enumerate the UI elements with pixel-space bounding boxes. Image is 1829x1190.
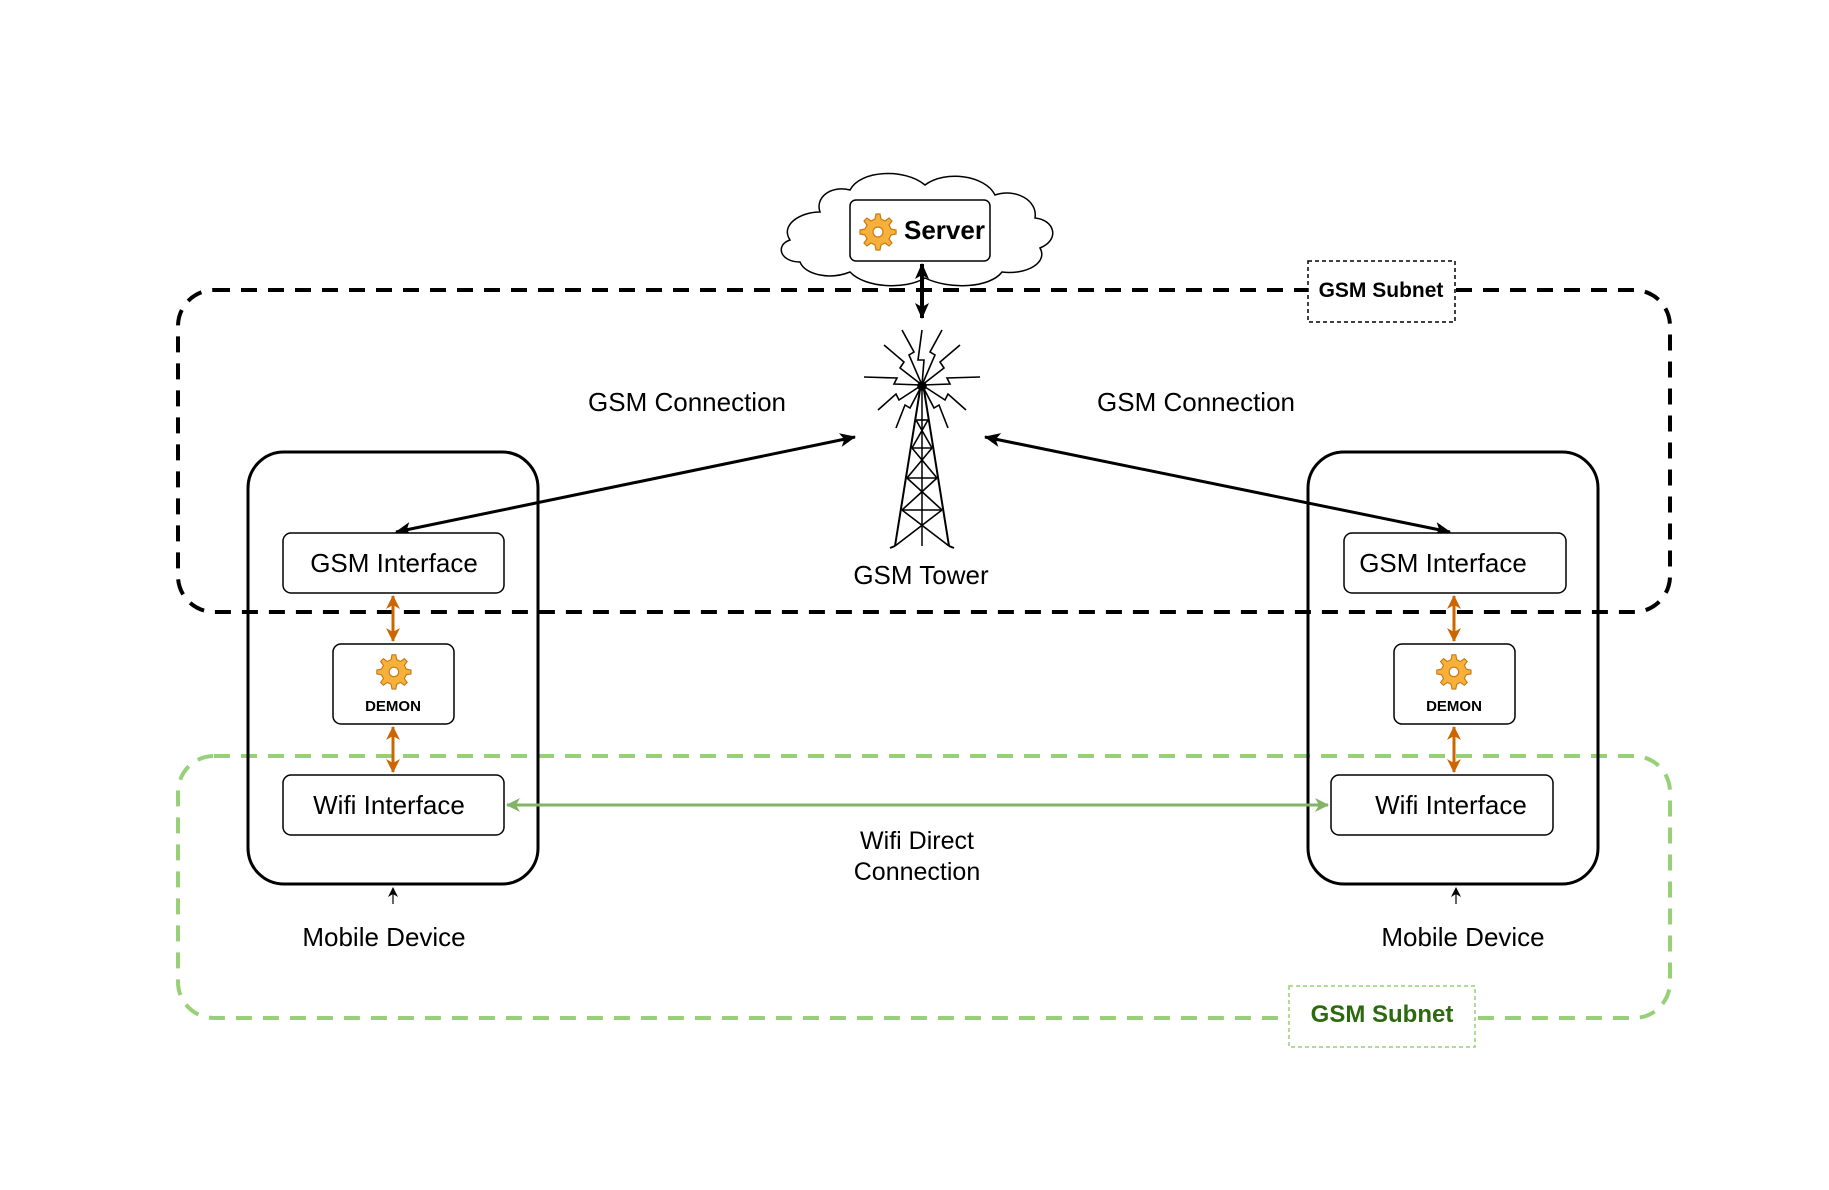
- wifi-interface-right-label: Wifi Interface: [1375, 790, 1527, 820]
- gsm-interface-right-label: GSM Interface: [1359, 548, 1527, 578]
- gsm-subnet-bottom-label-box: [1288, 985, 1476, 1048]
- server-box: [849, 199, 991, 262]
- gsm-interface-right-box: [1343, 532, 1567, 594]
- gsm-connection-left-link: [395, 433, 856, 536]
- demon-left-label: DEMON: [365, 698, 421, 715]
- gsm-connection-right-link: [984, 433, 1451, 536]
- wifi-interface-right-box: [1330, 774, 1554, 836]
- gsm-subnet-bottom-label: GSM Subnet: [1310, 1001, 1454, 1028]
- wifi-direct-label: Wifi Direct Connection: [854, 826, 980, 888]
- mobile-device-left-caption: Mobile Device: [302, 922, 466, 952]
- demon-right-label: DEMON: [1426, 698, 1482, 715]
- gear-icon: [859, 213, 897, 251]
- gsm-subnet-top-label: GSM Subnet: [1318, 279, 1444, 302]
- gsm-subnet-green: [176, 754, 1672, 1020]
- mobile-device-right-caption: Mobile Device: [1381, 922, 1545, 952]
- gear-icon: [376, 654, 412, 690]
- gsm-tower-label: GSM Tower: [853, 560, 989, 590]
- gsm-interface-left-box: [282, 532, 505, 594]
- mobile-device-left: [246, 450, 540, 886]
- wifi-direct-label-line1: Wifi Direct: [860, 827, 974, 855]
- gsm-interface-left-label: GSM Interface: [310, 548, 478, 578]
- gsm-subnet-top-label-box: [1307, 260, 1456, 323]
- gear-icon: [1436, 654, 1472, 690]
- wifi-direct-label-line2: Connection: [853, 858, 981, 886]
- gsm-connection-right-label: GSM Connection: [1097, 387, 1295, 417]
- server-label: Server: [904, 215, 985, 245]
- mobile-device-right: [1306, 450, 1600, 886]
- gsm-connection-left-label: GSM Connection: [588, 387, 786, 417]
- wifi-interface-left-box: [282, 774, 505, 836]
- tower-icon: [863, 329, 981, 549]
- wifi-interface-left-label: Wifi Interface: [313, 790, 465, 820]
